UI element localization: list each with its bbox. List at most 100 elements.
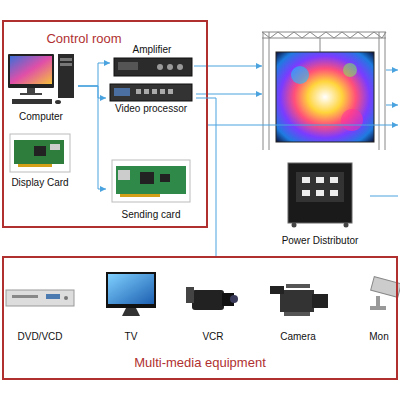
socket: [330, 177, 338, 183]
truss-beam: [262, 32, 386, 33]
socket: [316, 190, 324, 196]
device-label: Power Distributor: [270, 235, 370, 246]
knob: [157, 64, 163, 70]
device-label: DVD/VCD: [2, 331, 78, 342]
truss-leg: [379, 32, 380, 150]
signal-connector: [78, 86, 106, 189]
button: [168, 89, 173, 94]
power-distributor-illustration: [288, 163, 352, 228]
wall-mount: [370, 306, 386, 310]
signal-connector: [196, 98, 216, 256]
connector: [50, 144, 60, 150]
lens-glass: [230, 295, 238, 303]
button: [136, 89, 141, 94]
circuit-board: [14, 140, 64, 164]
device-label: VCR: [180, 331, 246, 342]
signal-line: [194, 66, 262, 67]
power-line: [370, 196, 398, 197]
display-card-illustration: [10, 134, 70, 172]
camcorder-body: [192, 290, 224, 310]
chip: [34, 146, 46, 156]
truss-leg: [263, 32, 264, 150]
signal-line: [386, 105, 398, 106]
cable-lines: [194, 66, 398, 196]
device-box: Camera: [262, 274, 334, 342]
image-frame: [10, 134, 70, 172]
camera-body: [280, 290, 314, 312]
device-label: Camera: [262, 331, 334, 342]
group-box: Control roomComputerDisplay CardAmplifie…: [2, 20, 208, 228]
panel: [296, 172, 344, 202]
screen-panel: [276, 52, 374, 142]
processor-body: [110, 84, 192, 101]
color-burst: [291, 66, 309, 84]
device-label: Video processor: [106, 103, 196, 114]
device-label: Computer: [4, 111, 78, 122]
button: [64, 296, 68, 300]
drive-bay: [60, 63, 72, 66]
device-box: Sending card: [106, 158, 196, 220]
button: [152, 89, 157, 94]
led-screen: [276, 52, 374, 142]
device-box: DVD/VCD: [2, 282, 78, 342]
drive-bay: [60, 58, 72, 61]
device-box: TV: [100, 268, 162, 342]
socket: [302, 177, 310, 183]
device-label: Display Card: [6, 177, 74, 188]
signal-line: [196, 94, 262, 95]
video-processor-illustration: [110, 84, 192, 101]
group-title: Multi-media equipment: [4, 356, 396, 370]
gold-fingers: [120, 194, 160, 197]
signal-connector: [78, 63, 110, 86]
device-box: Amplifier: [110, 44, 194, 82]
truss-lattice: [262, 32, 386, 38]
camera-housing: [371, 277, 400, 298]
shoulder-pad: [284, 312, 310, 316]
button: [144, 89, 149, 94]
chip: [160, 174, 170, 182]
amplifier-display: [118, 62, 138, 70]
monitor-screen: [10, 56, 52, 84]
handle: [286, 284, 310, 288]
amplifier-illustration: [114, 58, 192, 76]
tv-stand: [122, 308, 140, 316]
socket: [316, 177, 324, 183]
camcorder-illustration: [186, 287, 238, 310]
keyboard: [12, 99, 52, 104]
tv-screen: [108, 274, 154, 304]
amplifier-body: [114, 58, 192, 76]
wheel: [292, 223, 297, 228]
tv-frame: [106, 272, 156, 308]
device-label: TV: [100, 331, 162, 342]
signal-line: [386, 70, 398, 71]
dvd-display: [46, 294, 60, 299]
signal-line: [208, 125, 398, 126]
device-label: Sending card: [106, 209, 196, 220]
device-box: Display Card: [6, 130, 74, 188]
socket: [302, 190, 310, 196]
hanging-rope: [320, 38, 321, 52]
device-box: Power Distributor: [270, 160, 370, 246]
pc-tower: [58, 54, 74, 98]
knob: [167, 64, 173, 70]
tv-illustration: [106, 272, 156, 316]
dvd-illustration: [6, 290, 74, 306]
monitor-frame: [8, 54, 54, 88]
button: [160, 89, 165, 94]
circuit-board: [116, 166, 186, 194]
knob: [177, 64, 183, 70]
image-frame: [112, 160, 190, 202]
flight-case: [288, 163, 352, 223]
chip: [140, 172, 154, 184]
mouse: [55, 100, 61, 104]
monitor-stand: [27, 88, 35, 93]
color-burst: [343, 63, 357, 77]
truss-leg: [385, 32, 386, 150]
computer-illustration: [8, 54, 74, 104]
color-burst: [341, 109, 363, 131]
device-box: Computer: [4, 50, 78, 122]
viewfinder: [270, 286, 284, 294]
camera-lens: [312, 294, 328, 308]
sending-card-illustration: [112, 160, 190, 202]
